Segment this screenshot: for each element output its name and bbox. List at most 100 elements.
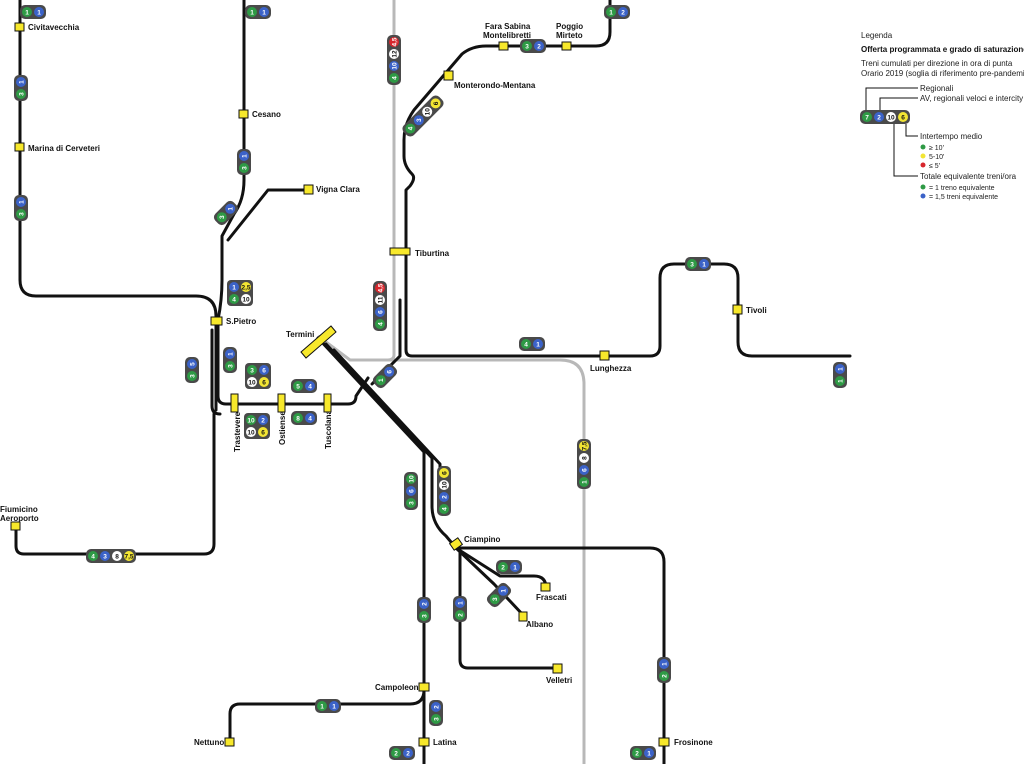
pill-dot	[579, 477, 589, 487]
legend-le5: ≤ 5'	[929, 163, 940, 170]
pill-value: 8	[115, 553, 119, 560]
pill-value: 6	[262, 367, 266, 374]
pill-value: 3	[421, 614, 428, 618]
pill-value: 1	[647, 750, 651, 757]
station-tivoli: Tivoli	[746, 306, 767, 315]
pill-dot	[579, 453, 589, 463]
pill-value: 3	[433, 717, 440, 721]
pill-value: 1	[378, 378, 385, 382]
pill-dot	[239, 163, 249, 173]
pill-dot	[406, 498, 416, 508]
pill-value: 4	[377, 322, 384, 326]
marker-latina	[418, 737, 430, 747]
pill-dot	[375, 319, 385, 329]
legend: Legenda Offerta programmata e grado di s…	[860, 31, 1024, 201]
pill-background	[213, 200, 239, 226]
pill-value: 7,5	[124, 553, 133, 560]
pill-dot	[247, 365, 257, 375]
pill-dot	[22, 7, 32, 17]
pill-dot	[533, 339, 543, 349]
pill-value: 2	[621, 9, 625, 16]
pill-dot	[375, 283, 385, 293]
high-speed-lines	[317, 0, 586, 764]
pill-dot	[225, 203, 236, 214]
station-frascati: Frascati	[536, 593, 567, 602]
pill-dot	[439, 492, 449, 502]
pill-value: 6	[387, 370, 394, 374]
pill-spietro-south-1: 53	[185, 357, 199, 383]
pill-value: 3	[690, 261, 694, 268]
pill-value: 1	[232, 284, 236, 291]
legend-title: Offerta programmata e grado di saturazio…	[861, 45, 1024, 54]
pill-dot	[229, 294, 239, 304]
station-marina: Marina di Cerveteri	[28, 144, 100, 153]
pill-dot	[498, 562, 508, 572]
pill-value: 10	[391, 62, 398, 70]
pill-value: 3	[189, 374, 196, 378]
legend-totale: Totale equivalente treni/ora	[920, 172, 1017, 181]
pill-value: 10	[247, 417, 255, 424]
pill-value: 2	[877, 114, 881, 121]
pill-dot	[241, 294, 251, 304]
pill-value: 2	[661, 674, 668, 678]
pill-value: 1	[501, 589, 508, 593]
pill-velletri: 12	[453, 596, 467, 622]
pill-value: 2	[635, 750, 639, 757]
pill-latina-north: 23	[429, 700, 443, 726]
pill-value: 1	[332, 703, 336, 710]
pill-east-edge: 11	[833, 362, 847, 388]
pill-value: 3	[241, 166, 248, 170]
legend-dot-1eq	[920, 184, 926, 190]
pill-value: 6	[433, 101, 440, 105]
legend-one5-eq: = 1,5 treni equivalente	[929, 194, 998, 201]
legend-regionali: Regionali	[920, 84, 954, 93]
pill-dot	[687, 259, 697, 269]
pill-dot	[389, 49, 399, 59]
pill-dot	[430, 98, 441, 109]
pill-value: 6	[377, 310, 384, 314]
pill-dot	[229, 282, 239, 292]
pill-value: 3	[408, 501, 415, 505]
marker-lunghezza	[599, 350, 610, 361]
pill-value: 2	[501, 564, 505, 571]
marker-monterondo	[443, 70, 454, 81]
pill-dot	[579, 465, 589, 475]
marker-cesano	[238, 109, 249, 119]
pill-dot	[898, 112, 908, 122]
pill-value: 5	[189, 362, 196, 366]
regional-lines	[14, 0, 852, 764]
station-termini: Termini	[286, 330, 314, 339]
pill-dot	[375, 295, 385, 305]
pill-dot	[259, 7, 269, 17]
pill-dot	[498, 585, 509, 596]
station-s-pietro: S.Pietro	[226, 317, 256, 326]
pill-dot	[124, 551, 134, 561]
pill-background	[860, 110, 910, 124]
pill-value: 3	[492, 597, 499, 601]
pill-background	[437, 466, 451, 516]
pill-value: 2	[261, 417, 265, 424]
pill-dot	[329, 701, 339, 711]
pill-value: 1	[581, 480, 588, 484]
marker-velletri	[552, 663, 563, 674]
pill-dot	[246, 415, 256, 425]
station-albano: Albano	[526, 620, 553, 629]
pill-dot	[187, 359, 197, 369]
pill-value: 7	[865, 114, 869, 121]
station-lunghezza: Lunghezza	[590, 364, 632, 373]
station-labels: Civitavecchia Marina di Cerveteri Cesano…	[0, 22, 767, 747]
pill-dot	[632, 748, 642, 758]
station-tiburtina: Tiburtina	[415, 249, 450, 258]
legend-subtitle-2: Orario 2019 (soglia di riferimento pre-p…	[861, 69, 1024, 78]
pill-background	[86, 549, 136, 563]
pill-value: 1	[228, 207, 235, 211]
pill-value: 6	[441, 471, 448, 475]
pill-dot	[391, 748, 401, 758]
marker-civitavecchia	[14, 22, 25, 32]
